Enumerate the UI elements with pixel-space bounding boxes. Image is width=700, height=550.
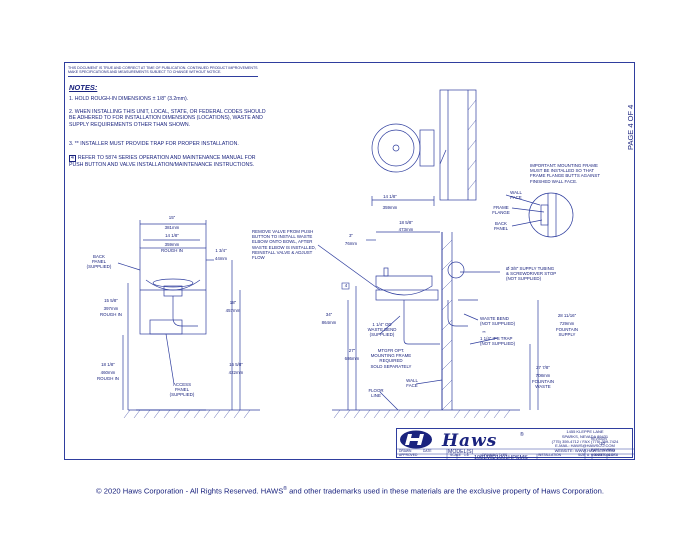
title-block-grid [397,448,634,459]
dim-1658-mm: 422mm [228,370,244,375]
dim-34-in: 34" [325,312,333,317]
revision-label: REVISION [591,437,607,441]
copyright-footer: © 2020 Haws Corporation - All Rights Res… [0,486,700,496]
back-panel-detail-label: BACK PANEL [493,221,509,232]
dim-34-mm: 864mm [321,320,337,325]
trap-label: 1 1/4" IPS TRAP (NOT SUPPLIED) [480,336,516,347]
part-number: 0002076510.D [591,452,618,457]
dim-1418-mm: 359mm [382,205,398,210]
dim-roughin-in: 14 1/8" [165,233,179,238]
dim-2811-in: 28 11/16" [557,313,577,318]
copyright-reg: ® [283,486,287,492]
trap-stars: ** [482,330,486,335]
mounting-frame-label: MTGFR OPT. MOUNTING FRAME REQUIRED SOLD … [370,348,412,369]
floor-line-label: FLOOR LINE [368,388,384,399]
dim-2811-mm: 729mm [559,321,575,326]
dim-width-mm: 381mm [164,225,180,230]
wall-face-label: WALL FACE [406,378,418,389]
important-note: IMPORTANT: MOUNTING FRAME MUST BE INSTAL… [530,163,601,184]
dim-2811-label: FOUNTAIN SUPPLY [555,327,579,338]
top-wall-frame [439,89,477,201]
dim-3-mm: 76mm [344,241,358,246]
drawn-label: DRAWN [399,449,412,453]
copyright-text-1: © 2020 Haws Corporation - All Rights Res… [96,486,284,496]
drawing-type-value: INSTALLATION [538,453,561,457]
wall-face-detail-label: WALL FACE [510,190,522,201]
side-bowl [375,275,433,296]
note-4-text: REFER TO 5874 SERIES OPERATION AND MAINT… [69,155,256,168]
dim-width: 15" [160,215,184,220]
drawing-type-label: DRAWING TYPE [482,453,508,457]
dim-1418-in: 14 1/8" [383,194,397,199]
company-address: 1455 KLEPPE LANE SPARKS, NEVADA 89431 (7… [551,429,619,454]
drawing-border [64,62,635,460]
front-access-panel [149,319,183,335]
back-panel-label: BACK PANEL (SUPPLIED) [86,254,112,270]
frame-flange-label: FRAME FLANGE [492,205,510,216]
copyright-text-2: and other trademarks used in these mater… [289,486,604,496]
front-bowl [145,279,201,291]
sheet-value: 4 OF 4 [608,453,619,457]
reg-mark: ® [520,432,524,438]
dim-1818-label: ROUGH IN [97,376,119,381]
dim-side-mm: 44mm [214,256,228,261]
note-1: 1. HOLD ROUGH-IN DIMENSIONS ± 1/8" (3.2m… [69,96,189,102]
model-value: 1001MS/1001HPSMS [474,455,528,461]
haws-logo [400,430,432,449]
dim-2778-in: 27 7/8" [536,365,550,370]
title-block [396,428,634,459]
dim-2778-mm: 708mm [535,373,551,378]
model-label: MODEL(S) [448,449,474,455]
top-bowl-outer [371,123,421,173]
supply-tubing-label: Ø 3/8" SUPPLY TUBING & SCREWDRIVER STOP … [506,266,557,282]
scale-value: 1:6 [464,453,469,457]
haws-brand: Haws [442,431,498,451]
access-panel-label: ACCESS PANEL (SUPPLIED) [169,382,195,398]
dim-width-in: 15" [168,215,176,220]
disclaimer-text: THIS DOCUMENT IS TRUE AND CORRECT AT TIM… [68,66,258,77]
dim-3-in: 3" [348,233,353,238]
note-4-tag: 4 [344,283,348,288]
size-value: A [587,453,590,457]
dim-1558-label: ROUGH IN [100,312,122,317]
sheet-label: SHEET [594,453,605,457]
dim-1658-in: 16 5/8" [229,362,243,367]
dim-1818-in: 18 1/8" [101,362,115,367]
date-label: DATE [423,449,432,453]
waste-bend-ns-label: WASTE BEND (NOT SUPPLIED) [480,316,516,327]
dim-1818-mm: 460mm [100,370,116,375]
note-2: 2. WHEN INSTALLING THIS UNIT, LOCAL, STA… [69,109,266,128]
size-label: SIZE [578,453,586,457]
notes-title: NOTES: [69,83,98,92]
remove-valve-note: REMOVE VALVE FROM PUSH BUTTON TO INSTALL… [252,229,316,261]
dim-18-in: 18" [229,300,237,305]
note-3: 3. ** INSTALLER MUST PROVIDE TRAP FOR PR… [69,141,239,147]
part-number-label: PART NUMBER [591,448,615,452]
dim-1558-in: 15 5/8" [104,298,118,303]
dim-27-in: 27" [348,348,356,353]
dim-side-in: 1 3/4" [215,248,227,253]
dim-18-mm: 457mm [225,308,241,313]
revision-value: 10 [600,441,606,446]
dim-roughin-mm: 359mm [164,242,180,247]
dim-27-mm: 686mm [344,356,360,361]
waste-bend-od-label: 1 1/4" OD WASTE BEND (SUPPLIED) [367,322,397,338]
dim-1558-mm: 397mm [103,306,119,311]
dim-2778-label: FOUNTAIN WASTE [531,379,555,390]
dim-roughin-label: ROUGH IN [161,248,183,253]
approved-label: APPROVED [399,453,418,457]
dim-1858-in: 18 5/8" [399,220,413,225]
detail-circle [528,192,574,238]
scale-label: SCALE [450,453,461,457]
dim-1858-mm: 473mm [398,227,414,232]
